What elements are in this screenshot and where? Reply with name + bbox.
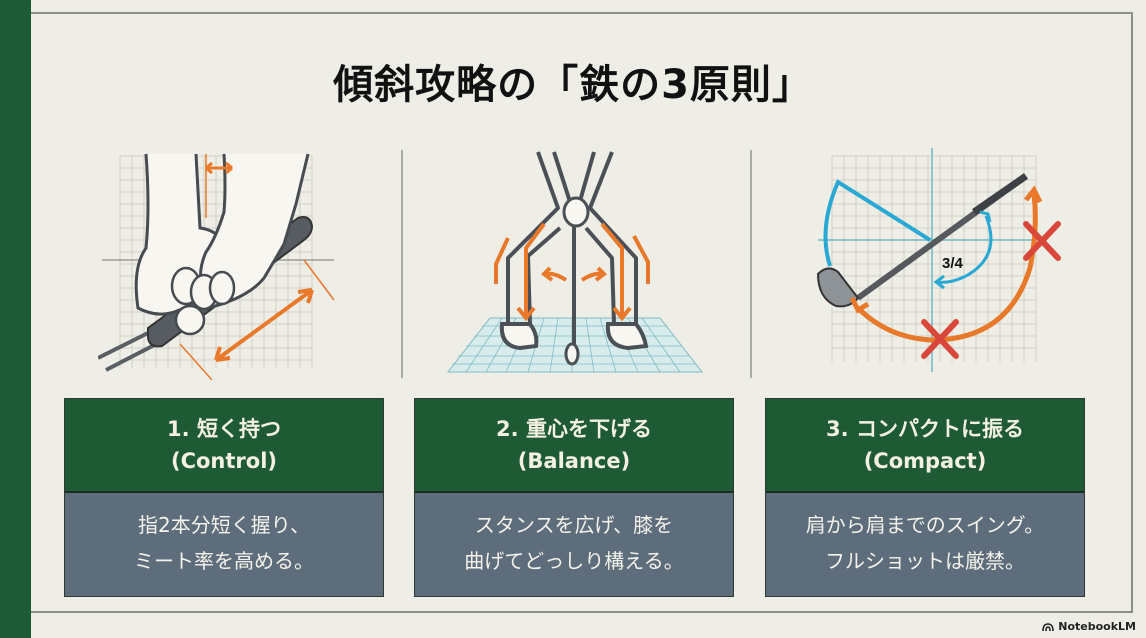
card-header: 2. 重心を下げる (Balance) <box>415 399 733 493</box>
notebooklm-logo-icon <box>1042 622 1055 631</box>
side-accent-bar <box>0 0 31 638</box>
slide-frame <box>31 12 1133 613</box>
principle-card-compact: 3. コンパクトに振る (Compact) 肩から肩までのスイング。 フルショッ… <box>765 398 1085 597</box>
grip-hands-icon <box>98 153 335 380</box>
brand-label: NotebookLM <box>1058 620 1136 633</box>
card-subheading: (Balance) <box>517 449 631 473</box>
card-body-line: フルショットは厳禁。 <box>825 549 1025 573</box>
card-body: 肩から肩までのスイング。 フルショットは厳禁。 <box>766 493 1084 596</box>
principle-card-control: 1. 短く持つ (Control) 指2本分短く握り、 ミート率を高める。 <box>64 398 384 597</box>
card-subheading: (Control) <box>170 449 277 473</box>
card-body-line: 肩から肩までのスイング。 <box>805 513 1045 537</box>
card-body-line: スタンスを広げ、膝を <box>474 513 674 537</box>
card-body: 指2本分短く握り、 ミート率を高める。 <box>65 493 383 596</box>
wide-stance-icon <box>446 151 704 373</box>
column-divider <box>750 150 752 378</box>
brand-watermark: NotebookLM <box>1042 620 1136 633</box>
page-title: 傾斜攻略の「鉄の3原則」 <box>333 62 813 108</box>
column-divider <box>401 150 403 378</box>
compact-swing-icon: 3/4 <box>816 148 1061 372</box>
card-heading: 2. 重心を下げる <box>496 417 652 441</box>
card-body-line: ミート率を高める。 <box>134 549 314 573</box>
card-body-line: 指2本分短く握り、 <box>138 513 310 537</box>
principle-card-balance: 2. 重心を下げる (Balance) スタンスを広げ、膝を 曲げてどっしり構え… <box>414 398 734 597</box>
card-heading: 3. コンパクトに振る <box>826 417 1024 441</box>
card-body: スタンスを広げ、膝を 曲げてどっしり構える。 <box>415 493 733 596</box>
card-header: 1. 短く持つ (Control) <box>65 399 383 493</box>
card-header: 3. コンパクトに振る (Compact) <box>766 399 1084 493</box>
card-heading: 1. 短く持つ <box>167 417 281 441</box>
card-subheading: (Compact) <box>863 449 987 473</box>
swing-ratio-label: 3/4 <box>942 255 964 272</box>
card-body-line: 曲げてどっしり構える。 <box>464 549 684 573</box>
